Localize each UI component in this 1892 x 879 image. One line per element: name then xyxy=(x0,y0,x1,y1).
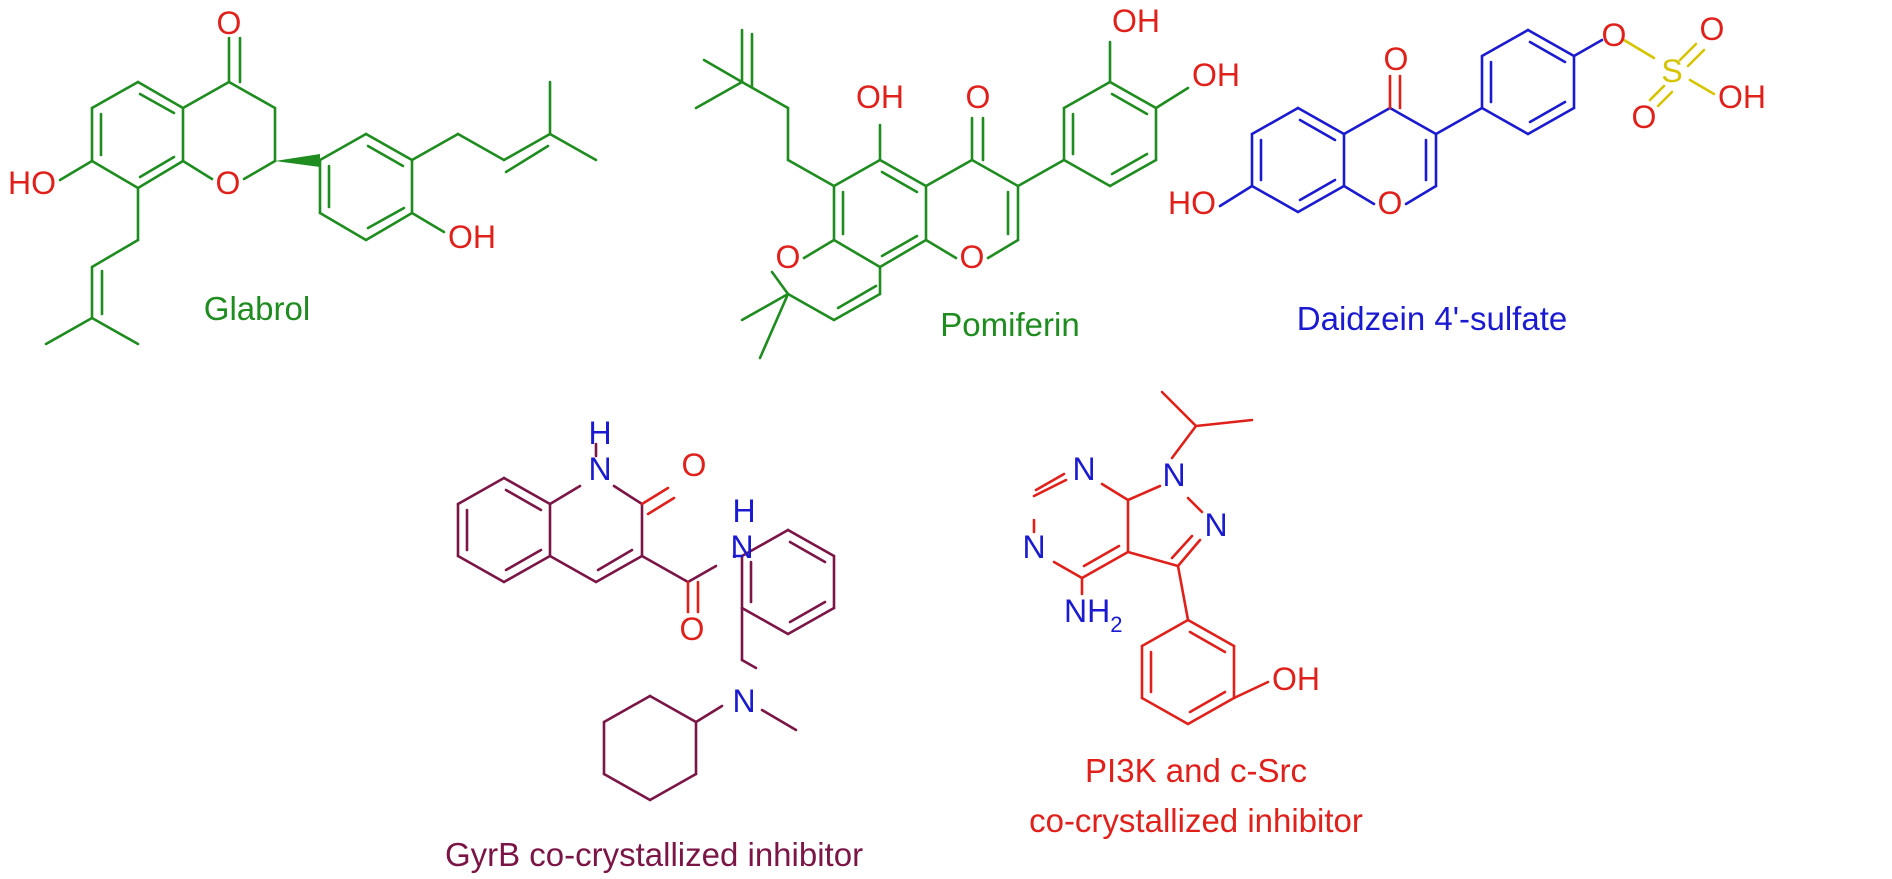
glabrol-hydroxyl-right: OH xyxy=(448,219,496,255)
glabrol-label: Glabrol xyxy=(204,290,310,327)
gyrb-amide-nitrogen: N xyxy=(730,529,753,565)
pi3k-phenol-hydroxyl: OH xyxy=(1272,661,1320,697)
pomiferin-keto-oxygen: O xyxy=(966,79,991,115)
pomiferin-hydroxyl-top: OH xyxy=(1112,3,1160,39)
daidzein-sulfate-bonds xyxy=(1622,38,1716,108)
daidzein-ring-oxygen: O xyxy=(1378,185,1403,221)
daidzein-red-bonds xyxy=(1388,74,1402,110)
pomiferin-ring-oxygen: O xyxy=(960,239,985,275)
daidzein-keto-oxygen: O xyxy=(1384,41,1409,77)
gyrb-amine-nitrogen: N xyxy=(732,683,755,719)
glabrol-structure: O O HO OH Glabrol xyxy=(8,5,598,346)
pi3k-pyrimidine-nitrogen-left: N xyxy=(1022,529,1045,565)
daidzein-label: Daidzein 4'-sulfate xyxy=(1297,300,1567,337)
gyrb-lactam-oxygen: O xyxy=(682,447,707,483)
daidzein-sulfonyl-oxygen-1: O xyxy=(1700,11,1725,47)
daidzein-sulfur: S xyxy=(1661,53,1682,89)
pomiferin-structure: OH O OH OH O O Pomiferin xyxy=(694,3,1240,360)
pomiferin-hydroxyl-a: OH xyxy=(856,79,904,115)
gyrb-structure: H N O H N O N GyrB co-crystallized inhib… xyxy=(445,415,863,873)
glabrol-hydroxyl-left: HO xyxy=(8,165,56,201)
pi3k-amine-nh: NH xyxy=(1064,593,1110,629)
glabrol-keto-oxygen: O xyxy=(217,5,242,41)
daidzein-bonds xyxy=(1218,28,1604,214)
gyrb-label: GyrB co-crystallized inhibitor xyxy=(445,836,863,873)
gyrb-amide-hydrogen: H xyxy=(732,493,755,529)
glabrol-ring-oxygen: O xyxy=(216,165,241,201)
pi3k-amine-group: NH2 xyxy=(1064,593,1122,637)
pi3k-pyrazole-nitrogen-1: N xyxy=(1162,457,1185,493)
pi3k-bonds xyxy=(1032,390,1270,726)
pi3k-structure: N N N N NH2 OH PI3K and c-Src co-crystal… xyxy=(1022,390,1363,839)
pomiferin-label: Pomiferin xyxy=(940,306,1079,343)
pi3k-pyrazole-nitrogen-2: N xyxy=(1204,507,1227,543)
pi3k-label-line1: PI3K and c-Src xyxy=(1085,752,1307,789)
daidzein-sulfonyl-oxygen-2: O xyxy=(1632,99,1657,135)
daidzein-hydroxyl: HO xyxy=(1168,185,1216,221)
pi3k-pyrimidine-nitrogen-top: N xyxy=(1072,451,1095,487)
pomiferin-pyran-oxygen: O xyxy=(776,239,801,275)
gyrb-ring-nh-hydrogen: H xyxy=(588,415,611,451)
pi3k-label-line2: co-crystallized inhibitor xyxy=(1029,802,1363,839)
daidzein-ester-oxygen: O xyxy=(1602,17,1627,53)
daidzein-sulfate-hydroxyl: OH xyxy=(1718,79,1766,115)
daidzein-structure: O O HO O S O O OH Daidzein 4'-sulfate xyxy=(1168,11,1766,337)
pomiferin-bonds xyxy=(694,28,1190,360)
pomiferin-hydroxyl-right: OH xyxy=(1192,57,1240,93)
gyrb-red-bonds xyxy=(640,486,700,614)
gyrb-amide-oxygen: O xyxy=(680,611,705,647)
pi3k-amine-subscript: 2 xyxy=(1110,612,1122,637)
glabrol-bonds xyxy=(44,36,598,346)
gyrb-ring-nitrogen: N xyxy=(588,451,611,487)
glabrol-wedge-bond xyxy=(275,154,320,167)
gyrb-bonds xyxy=(456,442,836,802)
